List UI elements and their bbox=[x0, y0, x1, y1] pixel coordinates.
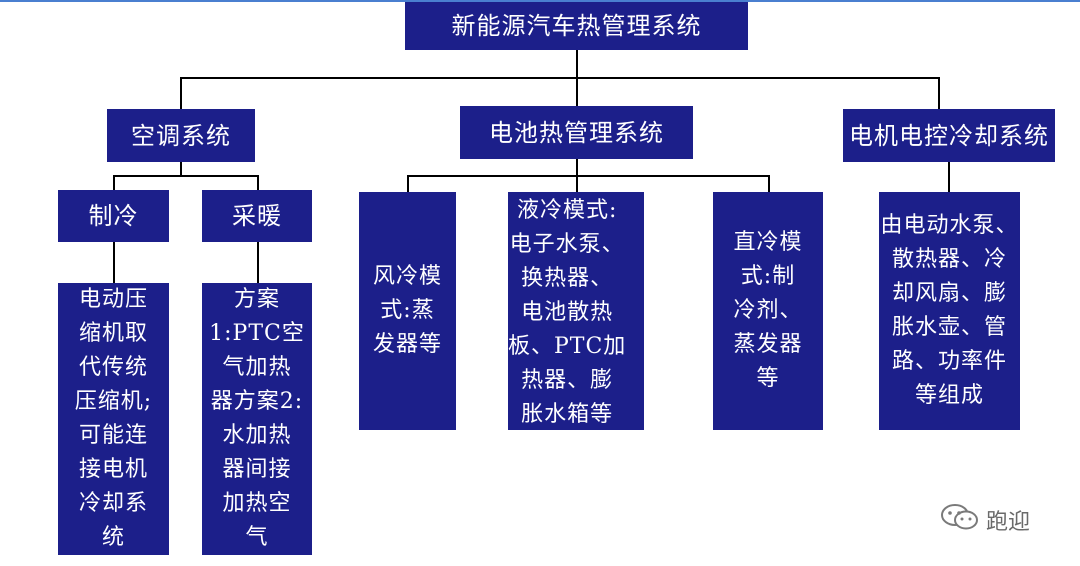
branch-motor-cooling: 电机电控冷却系统 bbox=[843, 109, 1055, 162]
connector bbox=[948, 162, 950, 192]
connector bbox=[407, 175, 770, 177]
node-heating: 采暖 bbox=[202, 190, 312, 242]
connector bbox=[407, 175, 409, 192]
connector bbox=[180, 77, 940, 79]
detail-cooling: 电动压 缩机取 代传统 压缩机; 可能连 接电机 冷却系 统 bbox=[58, 283, 169, 555]
connector bbox=[576, 159, 578, 176]
connector bbox=[113, 175, 115, 190]
detail-motor-cooling: 由电动水泵、 散热器、冷 却风扇、膨 胀水壶、管 路、功率件 等组成 bbox=[879, 192, 1020, 430]
top-accent-line bbox=[0, 0, 1080, 2]
connector bbox=[257, 242, 259, 283]
connector bbox=[576, 50, 578, 78]
detail-air-cooling: 风冷模 式:蒸 发器等 bbox=[359, 192, 456, 430]
connector bbox=[180, 162, 182, 176]
wechat-icon bbox=[940, 503, 980, 537]
connector bbox=[113, 242, 115, 283]
watermark: 跑迎 bbox=[940, 504, 1030, 536]
node-cooling: 制冷 bbox=[58, 190, 169, 242]
detail-direct-cooling: 直冷模 式:制 冷剂、 蒸发器 等 bbox=[713, 192, 823, 430]
watermark-text: 跑迎 bbox=[986, 510, 1031, 535]
connector bbox=[576, 175, 578, 192]
detail-liquid-cooling: 液冷模式: 电子水泵、 换热器、 电池散热 板、PTC加 热器、膨 胀水箱等 bbox=[508, 192, 644, 430]
branch-battery-thermal: 电池热管理系统 bbox=[460, 106, 693, 159]
connector bbox=[257, 175, 259, 190]
detail-heating: 方案 1:PTC空 气加热 器方案2: 水加热 器间接 加热空 气 bbox=[202, 283, 312, 555]
connector bbox=[576, 77, 578, 106]
connector bbox=[180, 77, 182, 109]
connector bbox=[938, 77, 940, 109]
branch-ac-system: 空调系统 bbox=[107, 109, 255, 162]
connector bbox=[113, 175, 259, 177]
connector bbox=[768, 175, 770, 192]
root-node: 新能源汽车热管理系统 bbox=[405, 2, 748, 50]
